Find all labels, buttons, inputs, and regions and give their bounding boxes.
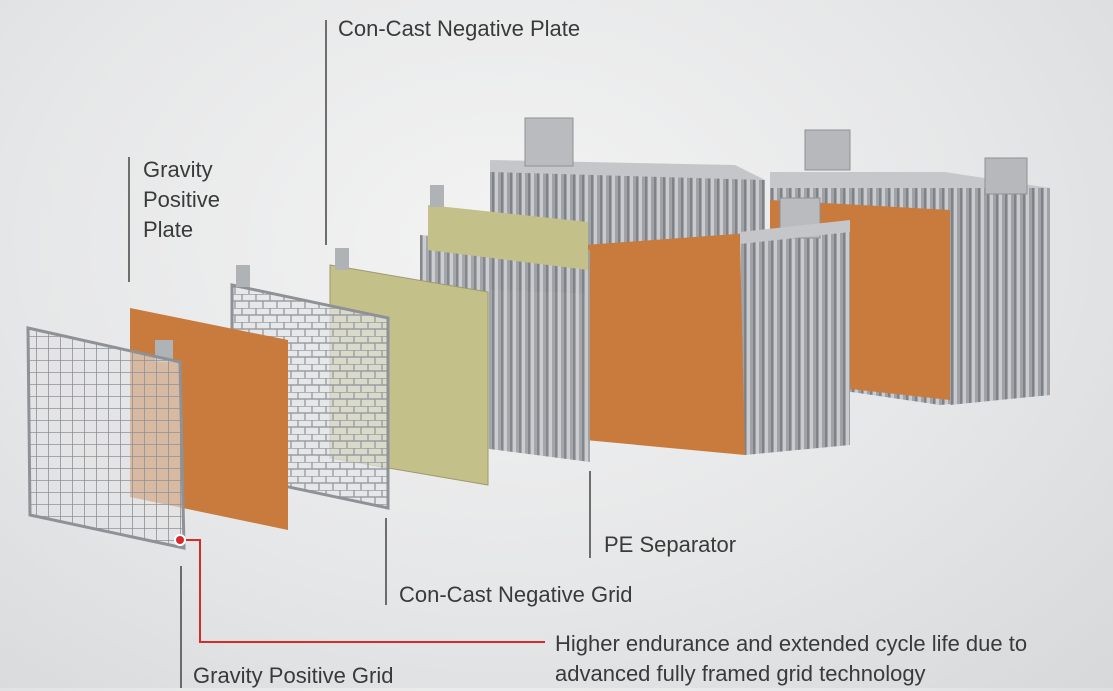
callout-connector [174, 534, 545, 643]
label-con-cast-negative-grid: Con-Cast Negative Grid [399, 582, 633, 607]
label-gravity-positive-plate-line-1: Gravity [143, 157, 213, 182]
positive-grid-part [26, 326, 186, 550]
label-gravity-positive-grid: Gravity Positive Grid [193, 663, 394, 688]
callout-text-line-2: advanced fully framed grid technology [555, 661, 926, 686]
callout-text-line-1: Higher endurance and extended cycle life… [555, 631, 1028, 656]
label-pe-separator: PE Separator [604, 532, 737, 557]
label-con-cast-negative-plate: Con-Cast Negative Plate [338, 16, 581, 41]
label-gravity-positive-plate-line-3: Plate [143, 217, 194, 242]
callout-text: Higher endurance and extended cycle life… [555, 629, 1027, 689]
label-gravity-positive-plate-line-2: Positive [143, 187, 221, 212]
label-gravity-positive-plate: Gravity Positive Plate [143, 155, 220, 245]
